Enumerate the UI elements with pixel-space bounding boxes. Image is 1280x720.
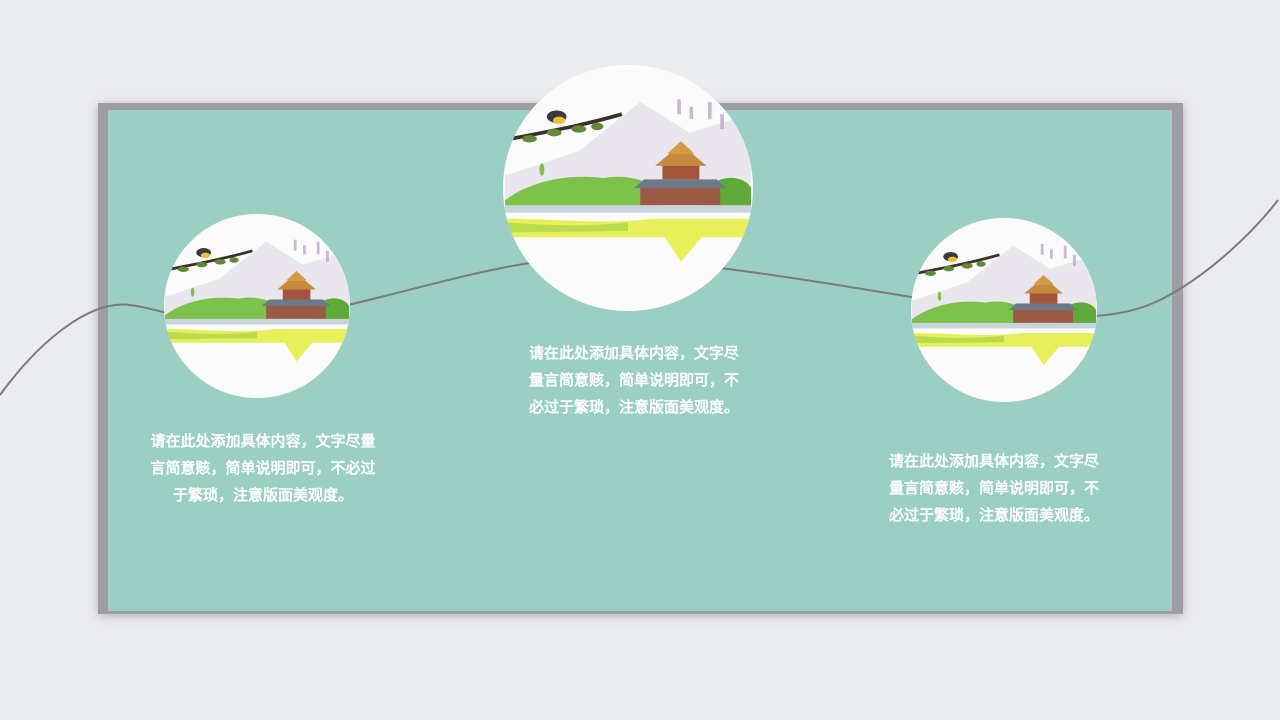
forbidden-city-image: [164, 214, 350, 398]
item-text-2: 请在此处添加具体内容，文字尽量言简意赅，简单说明即可，不必过于繁琐，注意版面美观…: [528, 344, 739, 416]
item-image-2: [503, 65, 753, 311]
forbidden-city-image: [503, 65, 753, 311]
item-text-1: 请在此处添加具体内容，文字尽量言简意赅，简单说明即可，不必过于繁琐，注意版面美观…: [150, 432, 376, 504]
item-image-1: [164, 214, 350, 398]
item-image-3: [911, 218, 1097, 402]
forbidden-city-image: [911, 218, 1097, 402]
item-text-3: 请在此处添加具体内容，文字尽量言简意赅，简单说明即可，不必过于繁琐，注意版面美观…: [888, 452, 1099, 524]
